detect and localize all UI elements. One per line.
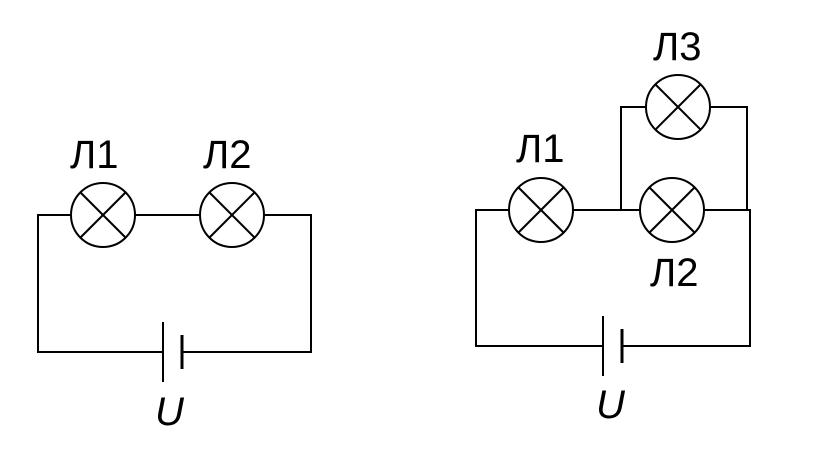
right-lamp-1	[508, 177, 574, 243]
right-wire-left-side	[475, 209, 603, 347]
right-lamp-2	[639, 177, 705, 243]
right-circuit: Л1 Л2 Л3 U	[475, 25, 751, 427]
left-lamp-1	[70, 182, 136, 248]
right-lamp-3-label: Л3	[653, 25, 702, 69]
left-lamp-1-label: Л1	[70, 133, 119, 177]
left-lamp-2	[199, 182, 265, 248]
left-lamp-2-label: Л2	[203, 133, 252, 177]
right-source-label: U	[596, 383, 626, 427]
right-wire-right-side	[622, 209, 751, 347]
left-wire-right-side	[182, 214, 312, 353]
right-lamp-1-label: Л1	[516, 127, 565, 171]
left-wire-left-side	[37, 214, 163, 353]
right-lamp-2-label: Л2	[650, 251, 699, 295]
right-lamp-3	[645, 74, 711, 140]
left-source-label: U	[155, 390, 185, 434]
right-battery	[602, 316, 624, 376]
right-wire-parallel-right	[711, 106, 748, 210]
left-circuit: Л1 Л2 U	[37, 133, 312, 434]
right-wire-parallel-left	[620, 106, 645, 210]
left-battery	[162, 322, 184, 382]
